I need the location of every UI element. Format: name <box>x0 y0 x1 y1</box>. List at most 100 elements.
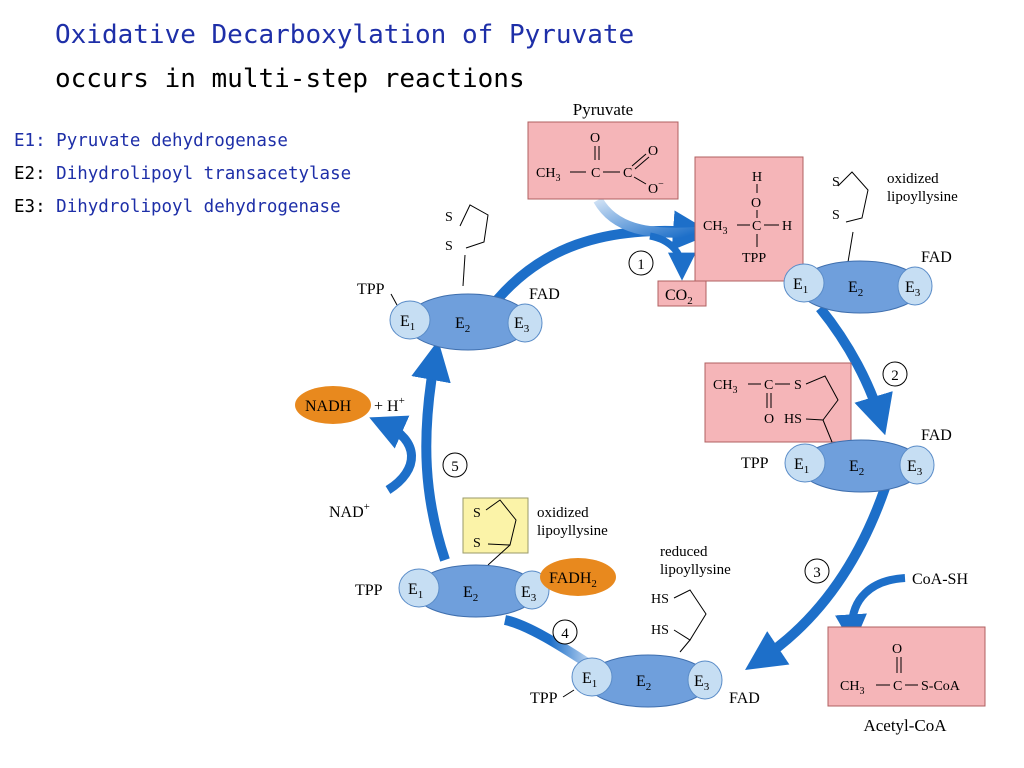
svg-text:O: O <box>751 196 761 211</box>
svg-text:CH3: CH3 <box>703 219 727 237</box>
svg-text:CH3: CH3 <box>840 679 864 697</box>
step-5-marker: 5 <box>442 452 468 478</box>
svg-text:E1: E1 <box>400 313 415 333</box>
svg-text:3: 3 <box>813 565 821 581</box>
co2-label: CO2 <box>665 287 693 307</box>
svg-text:S: S <box>473 536 481 551</box>
svg-text:S: S <box>473 506 481 521</box>
slide-title: Oxidative Decarboxylation of Pyruvate <box>55 20 635 50</box>
enzyme-complex-top-right: S S oxidized lipoyllysine E1 E2 E3 FAD <box>783 171 958 314</box>
legend-e2-name: Dihydrolipoyl transacetylase <box>56 164 352 184</box>
svg-text:E1: E1 <box>582 670 597 690</box>
svg-text:1: 1 <box>637 257 645 273</box>
enzyme-complex-bottom: reduced lipoyllysine HS HS E1 E2 E3 TPP … <box>530 544 760 708</box>
svg-text:TPP: TPP <box>530 690 558 707</box>
svg-text:lipoyllysine: lipoyllysine <box>537 523 608 539</box>
h-plus-label: + H+ <box>374 395 405 415</box>
svg-text:C: C <box>764 378 773 393</box>
legend-e3: E3: Dihydrolipoyl dehydrogenase <box>14 197 341 217</box>
acetyl-coa-label: Acetyl-CoA <box>863 716 947 735</box>
hydroxyethyl-tpp-structure: H O CH3 C H TPP <box>703 170 792 266</box>
step-4-marker: 4 <box>552 619 578 645</box>
step-3-marker: 3 <box>804 558 830 584</box>
svg-text:FAD: FAD <box>921 249 952 266</box>
svg-text:E1: E1 <box>793 276 808 296</box>
svg-text:CH3: CH3 <box>713 378 737 396</box>
svg-text:E3: E3 <box>514 315 530 335</box>
nad-nadh-arrow <box>369 415 416 494</box>
svg-text:C: C <box>752 219 761 234</box>
legend-e2-key: E2: <box>14 164 46 184</box>
svg-text:TPP: TPP <box>741 455 769 472</box>
coa-sh-inflow-arrow <box>835 574 906 647</box>
svg-text:S: S <box>832 175 840 190</box>
svg-text:oxidized: oxidized <box>537 505 589 521</box>
svg-text:E2: E2 <box>848 279 863 299</box>
enzyme-complex-right: E1 E2 E3 TPP FAD <box>741 427 952 493</box>
cycle-arrow-3 <box>745 486 890 670</box>
svg-text:TPP: TPP <box>357 281 385 298</box>
svg-text:FAD: FAD <box>729 690 760 707</box>
cycle-arrow-2 <box>816 304 893 436</box>
svg-text:2: 2 <box>891 368 899 384</box>
hydroxyethyl-tpp-box <box>694 156 804 282</box>
svg-text:E3: E3 <box>694 673 710 693</box>
acetyl-lipoyl-box <box>704 362 852 443</box>
pyruvate-box <box>527 121 679 200</box>
svg-text:E2: E2 <box>636 673 651 693</box>
svg-text:E2: E2 <box>455 315 470 335</box>
svg-text:E1: E1 <box>794 456 809 476</box>
svg-text:O: O <box>590 131 600 146</box>
svg-text:O−: O− <box>648 179 664 197</box>
svg-text:FADH2: FADH2 <box>549 570 597 590</box>
legend-e3-key: E3: <box>14 197 46 217</box>
acetyl-coa-box <box>827 626 986 707</box>
svg-text:E1: E1 <box>408 581 423 601</box>
svg-text:E3: E3 <box>521 584 537 604</box>
svg-text:S: S <box>445 210 453 225</box>
co2-box <box>657 280 707 307</box>
pyruvate-inflow-arrow <box>593 197 698 238</box>
svg-text:H: H <box>752 170 762 185</box>
svg-text:lipoyllysine: lipoyllysine <box>887 189 958 205</box>
svg-text:O: O <box>892 642 902 657</box>
cycle-arrow-5 <box>411 340 451 562</box>
acetyl-coa-structure: O CH3 C S-CoA <box>840 642 961 697</box>
svg-text:TPP: TPP <box>742 251 766 266</box>
svg-text:S: S <box>445 239 453 254</box>
svg-text:S-CoA: S-CoA <box>921 679 961 694</box>
svg-text:E2: E2 <box>463 584 478 604</box>
slide-subtitle: occurs in multi-step reactions <box>55 64 525 94</box>
svg-text:O: O <box>764 412 774 427</box>
svg-text:FAD: FAD <box>921 427 952 444</box>
svg-text:4: 4 <box>561 626 569 642</box>
pyruvate-label: Pyruvate <box>573 100 633 119</box>
svg-text:O: O <box>648 144 658 159</box>
step-2-marker: 2 <box>882 361 908 387</box>
legend-e2: E2: Dihydrolipoyl transacetylase <box>14 164 351 184</box>
svg-text:oxidized: oxidized <box>887 171 939 187</box>
svg-text:reduced: reduced <box>660 544 708 560</box>
nadh-label: NADH <box>305 398 352 415</box>
svg-text:5: 5 <box>451 459 459 475</box>
nadh-badge <box>295 386 371 424</box>
svg-text:H: H <box>782 219 792 234</box>
svg-text:C: C <box>893 679 902 694</box>
legend-e3-name: Dihydrolipoyl dehydrogenase <box>56 197 341 217</box>
step-1-marker: 1 <box>628 250 654 276</box>
enzyme-complex-top-left: S S E1 E2 E3 TPP FAD <box>357 204 560 351</box>
enzyme-complex-bottom-left: S S oxidized lipoyllysine E1 E2 E3 TPP F… <box>355 497 616 618</box>
svg-text:CH3: CH3 <box>536 166 560 184</box>
legend-e1-key: E1: <box>14 131 46 151</box>
svg-text:S: S <box>794 378 802 393</box>
svg-text:HS: HS <box>651 592 669 607</box>
svg-text:TPP: TPP <box>355 582 383 599</box>
svg-text:C: C <box>623 166 632 181</box>
acetyl-lipoyl-structure: CH3 C S O HS <box>713 375 839 443</box>
svg-text:S: S <box>832 208 840 223</box>
svg-text:E3: E3 <box>907 458 923 478</box>
svg-text:FAD: FAD <box>529 286 560 303</box>
coa-sh-label: CoA-SH <box>912 571 968 588</box>
svg-text:C: C <box>591 166 600 181</box>
